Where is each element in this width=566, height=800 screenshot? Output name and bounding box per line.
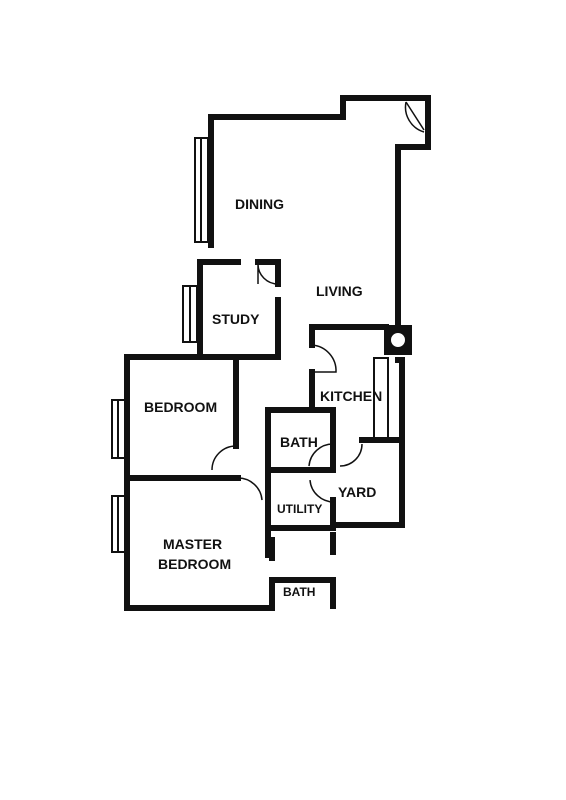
wall-study [197, 259, 223, 360]
label-bath: BATH [280, 434, 318, 450]
window-kitchen-counter [373, 357, 389, 439]
door-kitchen [311, 344, 337, 373]
door-master [237, 477, 263, 501]
label-utility: UTILITY [277, 502, 322, 516]
door-yard [339, 443, 363, 467]
label-kitchen: KITCHEN [320, 388, 382, 404]
wall-utility-lower [269, 532, 336, 561]
wall-master-bath [269, 577, 336, 609]
door-bath [308, 443, 334, 467]
room-labels: DINING LIVING STUDY BEDROOM KITCHEN BATH… [144, 196, 382, 599]
label-study: STUDY [212, 311, 260, 327]
label-master-bath: BATH [283, 585, 315, 599]
label-yard: YARD [338, 484, 376, 500]
wall-master [124, 475, 275, 611]
doors [211, 101, 425, 503]
label-living: LIVING [316, 283, 363, 299]
outer-walls [124, 95, 431, 611]
wall-top [208, 95, 431, 333]
label-dining: DINING [235, 196, 284, 212]
door-study [257, 263, 279, 285]
door-bedroom [211, 445, 237, 471]
wall-bedroom [124, 354, 239, 481]
door-utility [309, 479, 335, 503]
wall-right-lower [330, 357, 405, 528]
column-circle [389, 331, 407, 349]
label-master-line1: MASTER [163, 536, 222, 552]
wall-utility [265, 467, 336, 558]
wall-study-right [219, 259, 281, 360]
wall-bath [265, 407, 336, 473]
label-master-line2: BEDROOM [158, 556, 231, 572]
door-entry [404, 101, 425, 133]
windows [111, 137, 389, 553]
label-bedroom: BEDROOM [144, 399, 217, 415]
